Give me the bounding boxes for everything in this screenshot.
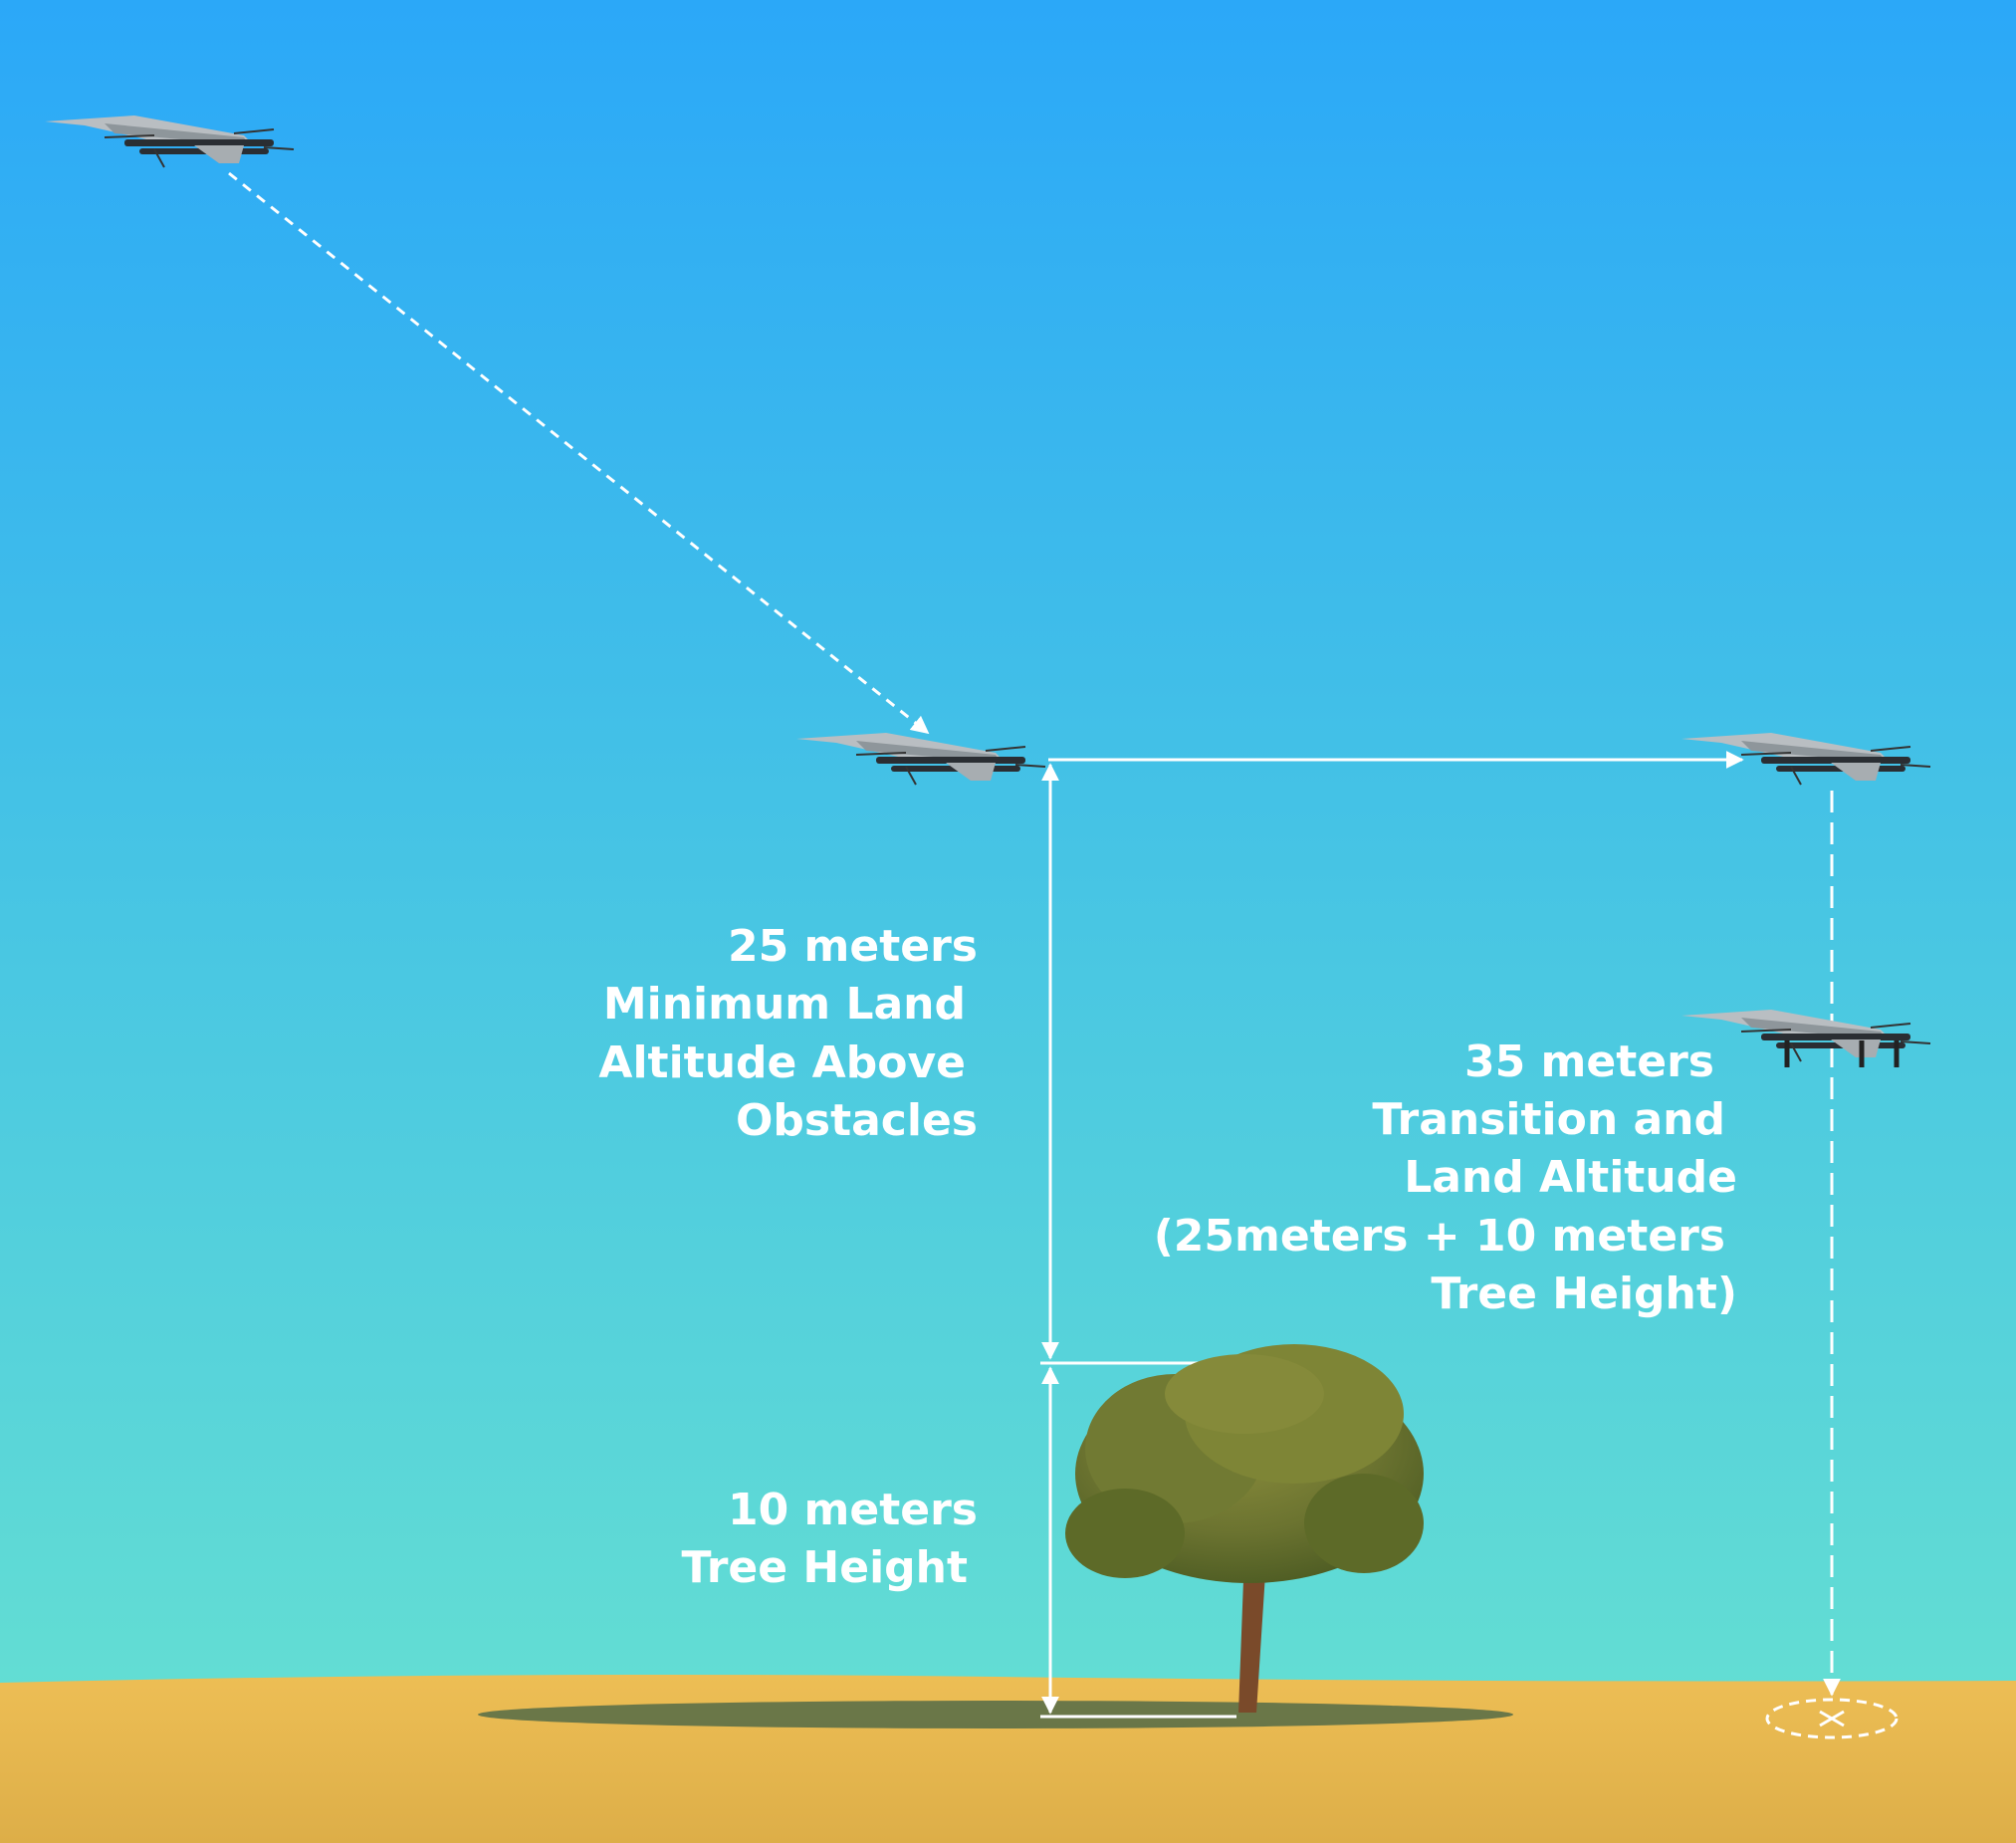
transition-line-1: 35 meters bbox=[1464, 1037, 1714, 1087]
min-altitude-line-3: Altitude Above bbox=[598, 1037, 966, 1088]
min-altitude-line-1: 25 meters bbox=[728, 921, 978, 972]
min-altitude-label: 25 meters Minimum Land Altitude Above Ob… bbox=[598, 921, 978, 1146]
transition-altitude-label: 35 meters Transition and Land Altitude (… bbox=[1154, 1037, 1737, 1319]
min-altitude-line-4: Obstacles bbox=[736, 1095, 978, 1146]
landing-target-icon bbox=[1765, 1698, 1899, 1739]
drone-vtol-icon bbox=[1680, 1009, 1931, 1067]
transition-line-5: Tree Height) bbox=[1431, 1268, 1737, 1319]
ground bbox=[0, 1675, 2016, 1843]
min-altitude-line-2: Minimum Land bbox=[603, 979, 966, 1030]
transition-line-2: Transition and bbox=[1372, 1094, 1725, 1145]
tree-height-label: 10 meters Tree Height bbox=[682, 1485, 978, 1593]
tree-icon bbox=[1065, 1344, 1424, 1713]
tree-height-line-1: 10 meters bbox=[728, 1485, 978, 1535]
tree-height-line-2: Tree Height bbox=[682, 1542, 968, 1593]
transition-line-3: Land Altitude bbox=[1404, 1152, 1737, 1203]
transition-line-4: (25meters + 10 meters bbox=[1154, 1211, 1725, 1262]
descent-path-line bbox=[228, 171, 930, 735]
tree-shadow bbox=[478, 1701, 1513, 1728]
